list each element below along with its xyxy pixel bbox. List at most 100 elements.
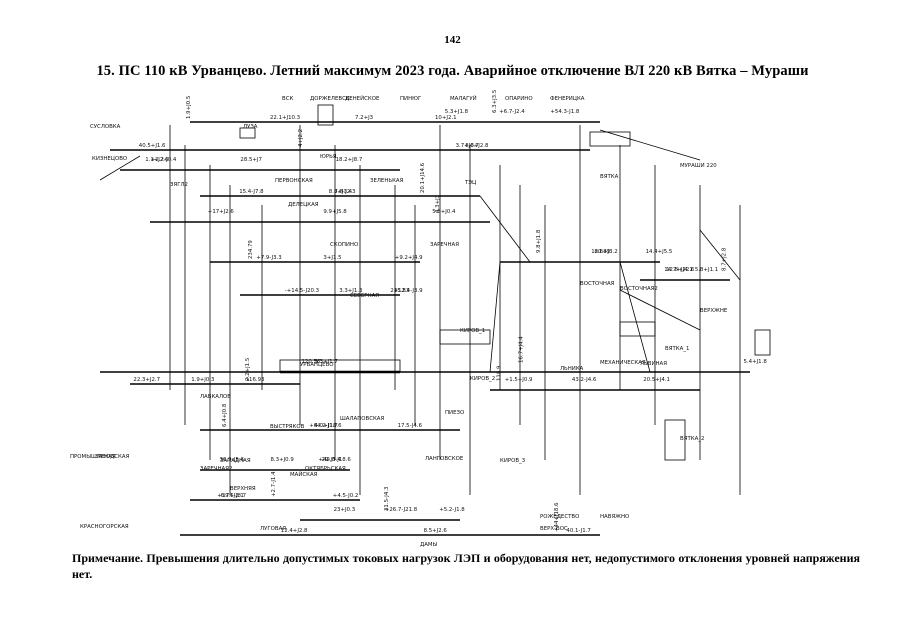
flow-value: 14.7+J22.6 (664, 267, 695, 273)
station-label: СКОПИНО (330, 242, 358, 248)
flow-value: 120.56 (302, 359, 321, 365)
station-label: КИРОВ_3 (500, 458, 525, 464)
flow-value: 3.3+J1.3 (339, 288, 362, 294)
flow-value: 5.8+J1.1 (695, 267, 718, 273)
flow-value: 118.9 (497, 365, 503, 381)
station-label: ВЕРХЖНЕ (700, 308, 728, 314)
substation-box (239, 127, 256, 139)
flow-value: +2.7-J1.4 (271, 471, 277, 497)
substation-box (589, 131, 631, 147)
station-label: ЗАПАДНАЯ (220, 458, 251, 464)
station-label: РОЖЕДЕСТВО (540, 514, 579, 520)
station-label: МЕХАНИЧЕСКАЯ (600, 360, 646, 366)
flow-value: +5.2-J1.8 (439, 507, 465, 513)
station-label: МАЛАГУЙ (450, 95, 477, 102)
flow-value: 6.3+J3.5 (492, 90, 498, 113)
station-label: ЛУГОВАЯ (260, 526, 286, 532)
flow-value: 29-J5.4 (322, 457, 342, 463)
flow-value: -+14.5-J20.3 (285, 288, 319, 294)
flow-value: 12.4+J2.8 (281, 528, 308, 534)
flow-value: 4+J2.2 (298, 129, 304, 147)
flow-value: +39.5-J8.7 (217, 493, 246, 499)
flow-value: 10+J2.1 (435, 115, 457, 121)
diagonal-line (699, 229, 741, 281)
flow-value: 31.5-J4.3 (384, 487, 390, 511)
station-label: ЗАРЕЧНАЯ2 (200, 466, 232, 472)
flow-value: 8.6+J2.8 (465, 143, 489, 149)
flow-value: 6.4+J0.8 (222, 403, 228, 427)
diagonal-line (99, 155, 141, 181)
station-label: КРАСНОГОРСКАЯ (80, 524, 129, 530)
station-label: ЗЯГЛ2 (170, 182, 188, 188)
station-label: ВЯТКА (600, 174, 619, 180)
substation-box (754, 329, 771, 356)
station-label: ВОСТОЧНАЯ2 (620, 286, 658, 292)
flow-value: 8.3+J0.9 (271, 457, 295, 463)
station-label: ШАЛАПОВСКАЯ (340, 416, 384, 422)
flow-value: 9.9+J5.8 (323, 209, 347, 215)
station-label: ВЕРХНЯЯ (230, 486, 256, 492)
station-label: ВЕРХ-ВОС (540, 526, 568, 532)
station-label: КИЗНЕЦОВО (92, 156, 127, 162)
flow-value: +6.7-J2.4 (499, 109, 525, 115)
station-label: ЛЬНИКА (560, 366, 584, 372)
page-number: 142 (444, 34, 461, 46)
flow-value: +26.7-J21.8 (385, 507, 418, 513)
flow-value: 4.3+J3 (435, 195, 441, 213)
flow-value: 16.7+J4.4 (519, 336, 525, 363)
flow-value: 1.9+J0.3 (191, 377, 214, 383)
flow-value: 1.1+J2.6 (145, 157, 169, 163)
flow-value: 1.9+J0.5 (186, 96, 192, 119)
diagonal-line (479, 195, 531, 263)
station-label: ДАМЫ (420, 542, 438, 548)
flow-value: 5.4+J1.8 (744, 359, 768, 365)
station-label: ТЭЦ (464, 180, 476, 186)
flow-value: 20.5+J4.1 (643, 377, 670, 383)
flow-value: 18.2+J8.7 (336, 157, 363, 163)
substation-box (317, 104, 334, 126)
flow-value: 5.8+J0.4 (432, 209, 456, 215)
station-label: ПИЕЗО (445, 410, 464, 416)
substation-box (439, 329, 491, 345)
urvantsevo-bus (279, 359, 401, 373)
flow-value: 15.4-J7.8 (239, 189, 264, 195)
flow-value: 23+J0.3 (334, 507, 356, 513)
flow-value: 3.7+J0.7 (456, 143, 479, 149)
station-label: СУСЛОВКА (90, 124, 121, 130)
station-label: ОКТЯБРЬСКАЯ (305, 466, 346, 472)
flow-value: 4.0+J1.7 (314, 423, 337, 429)
station-label: ДЕЛЕЦКАЯ (288, 202, 319, 208)
flow-value: 14.4+J5.5 (646, 249, 673, 255)
flow-value: +42.8-J18.6 (319, 457, 352, 463)
flow-value: +7.9-J3.3 (256, 255, 282, 261)
flow-value: 40.5+J1.6 (139, 143, 166, 149)
flow-value: 12.8+J4.1 (666, 267, 693, 273)
station-label: ЗАРЕЧНАЯ (430, 242, 459, 248)
flow-value: 7.8-J2.3 (334, 189, 355, 195)
flow-value: +2.2-J0.4 (151, 157, 177, 163)
station-label: ДОРЖЕЛЕВСК (310, 96, 350, 102)
station-label: ВЫСТРЯКОВ (270, 424, 305, 430)
station-label: ЗЕЛЕНЬКАЯ (370, 178, 404, 184)
station-label: ВЯТКА_2 (680, 436, 704, 442)
flow-value: 36.9-J5.6 (220, 457, 245, 463)
station-label: ЛАНГОВСКОЕ (425, 456, 464, 462)
flow-value: 116.93 (246, 377, 265, 383)
flow-value: 9.8+J1.8 (536, 229, 542, 253)
flow-value: 28.5+J7 (240, 157, 262, 163)
station-label: ОПАРИНО (505, 96, 533, 102)
station-label: УРВАНЦЕВО (300, 362, 334, 368)
flow-value: 8.7+J2.8 (722, 247, 728, 271)
flow-value: 17.5-J4.6 (398, 423, 423, 429)
flow-value: 234.79 (248, 240, 254, 259)
flow-value: 5.3+J1.8 (445, 109, 469, 115)
flow-value: 2.2+J1.5 (245, 358, 251, 381)
substation-box (619, 321, 656, 337)
station-label: ВЯТКА_1 (665, 346, 689, 352)
flow-value: 120.89 (591, 249, 610, 255)
flow-value: 7.2+J3 (355, 115, 373, 121)
flow-value: 22.3+J2.7 (133, 377, 160, 383)
diagonal-line (489, 261, 501, 373)
flow-value: +9.2+J4.9 (395, 255, 423, 261)
diagonal-line (619, 261, 651, 373)
